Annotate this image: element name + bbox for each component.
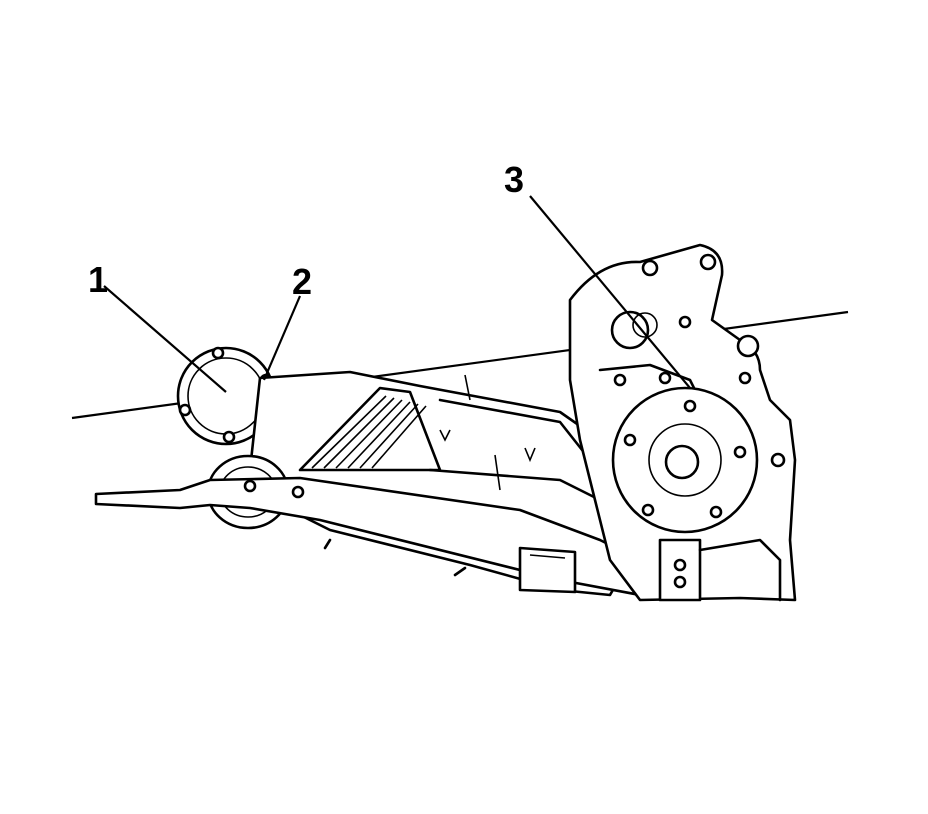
callout-3: 3 [504, 159, 524, 200]
leader-line-3 [529, 195, 691, 389]
callout-2: 2 [292, 261, 312, 302]
leader-line-1 [103, 285, 227, 393]
leader-line-2 [262, 295, 302, 381]
callout-1: 1 [88, 259, 108, 300]
knuckle-and-hub [568, 243, 797, 602]
